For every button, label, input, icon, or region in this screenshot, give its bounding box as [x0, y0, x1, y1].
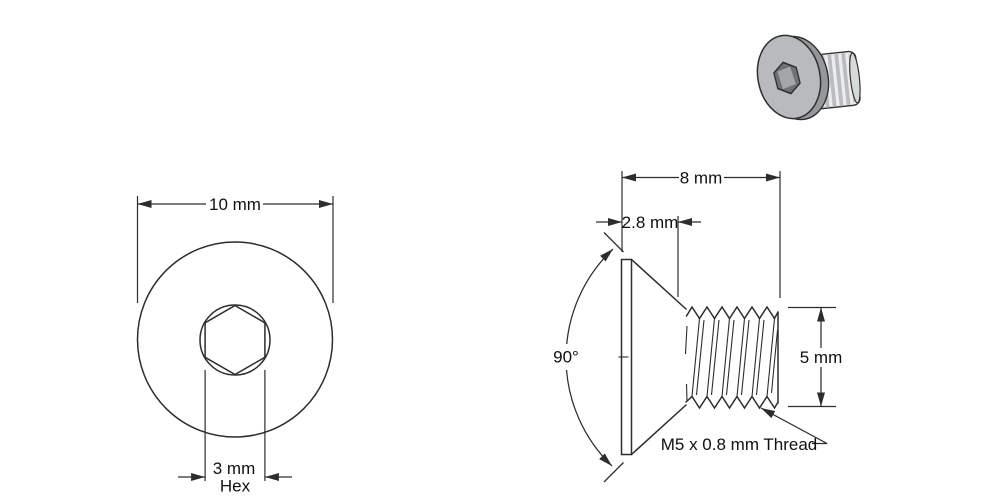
- thread-spec-label: M5 x 0.8 mm Thread: [661, 435, 818, 454]
- thread-stripe: [841, 52, 851, 106]
- angle-label-mask: [549, 344, 585, 370]
- rendered-shank-end: [849, 52, 861, 104]
- countersink-top-edge: [630, 258, 687, 310]
- thread-dia-label-mask: [798, 348, 845, 367]
- side-view: 8 mm 2.8 mm 90° 5 mm M5 x 0.8 mm Thread: [549, 169, 845, 483]
- thread-runout-lines: [684, 325, 688, 402]
- front-view: 10 mm 3 mm Hex: [136, 195, 334, 496]
- head-height-label: 2.8 mm: [622, 213, 679, 232]
- thread-helix-lines-2: [695, 319, 779, 396]
- socket-circle: [199, 304, 271, 376]
- countersink-bottom-edge: [630, 404, 687, 456]
- hex-socket: [204, 304, 266, 376]
- angle-tick-top: [603, 232, 624, 253]
- diameter-label-mask: [206, 195, 263, 213]
- angle-label: 90°: [553, 348, 579, 367]
- thread-crest-bottom: [685, 395, 779, 410]
- length-label-mask: [679, 169, 724, 186]
- thread-helix-lines: [691, 318, 776, 397]
- socket-floor: [777, 66, 796, 90]
- thread-spec-leader: [760, 407, 828, 445]
- rendered-hex-socket: [773, 61, 801, 95]
- thread-dia-label: 5 mm: [800, 348, 843, 367]
- hex-size-label: 3 mm: [213, 459, 256, 478]
- rendered-screw-image: [756, 34, 861, 121]
- length-label: 8 mm: [680, 169, 723, 188]
- thread-stripe: [827, 53, 837, 107]
- diameter-label: 10 mm: [209, 195, 261, 214]
- thread-stripe: [834, 53, 844, 107]
- hex-suffix-label: Hex: [220, 477, 251, 496]
- thread-crest-top: [685, 305, 779, 320]
- angle-tick-bottom: [603, 462, 624, 483]
- head-outline-circle: [136, 241, 334, 438]
